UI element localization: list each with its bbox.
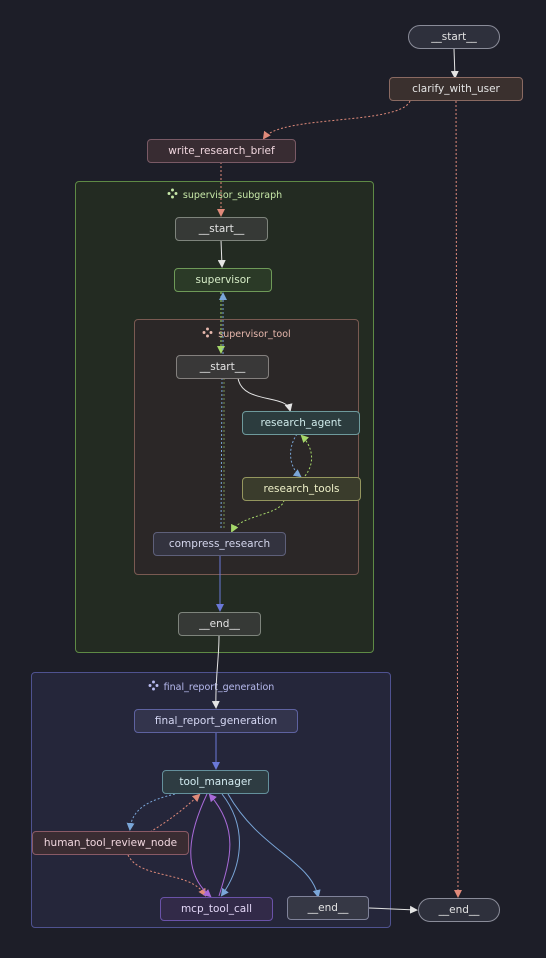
edge-clarify-brief — [262, 100, 411, 140]
node-label: human_tool_review_node — [43, 837, 178, 849]
node-start-main[interactable]: __start__ — [408, 25, 500, 49]
node-sub-end[interactable]: __end__ — [178, 612, 261, 636]
node-label: compress_research — [168, 538, 271, 550]
group-title-final-report-generation: final_report_generation — [163, 681, 275, 693]
node-human-tool-review-node[interactable]: human_tool_review_node — [32, 831, 189, 855]
node-final-report-generation[interactable]: final_report_generation — [134, 709, 298, 733]
node-label: __end__ — [199, 618, 240, 630]
node-tool-start[interactable]: __start__ — [176, 355, 269, 379]
node-clarify-with-user[interactable]: clarify_with_user — [389, 77, 523, 101]
edge-clarify-end — [453, 100, 462, 898]
node-sub-start[interactable]: __start__ — [175, 217, 268, 241]
node-end-main[interactable]: __end__ — [418, 898, 500, 922]
node-label: mcp_tool_call — [180, 903, 253, 915]
group-title-supervisor-subgraph: supervisor_subgraph — [182, 189, 283, 201]
node-label: __end__ — [438, 904, 480, 916]
node-label: __end__ — [307, 902, 349, 914]
node-frg-end[interactable]: __end__ — [287, 896, 369, 920]
node-label: __start__ — [431, 31, 477, 43]
node-label: __start__ — [199, 361, 246, 373]
edge-start-clarify — [450, 48, 459, 79]
node-research-tools[interactable]: research_tools — [242, 477, 361, 501]
subgraph-icon — [202, 327, 213, 341]
node-label: research_tools — [263, 483, 340, 495]
subgraph-icon — [148, 680, 159, 694]
node-research-agent[interactable]: research_agent — [242, 411, 360, 435]
node-tool-manager[interactable]: tool_manager — [162, 770, 269, 794]
node-label: supervisor — [195, 274, 251, 286]
node-compress-research[interactable]: compress_research — [153, 532, 286, 556]
node-label: __start__ — [198, 223, 245, 235]
node-label: final_report_generation — [154, 715, 278, 727]
node-label: clarify_with_user — [412, 83, 500, 95]
node-mcp-tool-call[interactable]: mcp_tool_call — [160, 897, 273, 921]
subgraph-icon — [167, 188, 178, 202]
group-title-supervisor-tool: supervisor_tool — [218, 328, 291, 340]
node-label: research_agent — [260, 417, 342, 429]
node-label: tool_manager — [179, 776, 252, 788]
node-label: write_research_brief — [168, 145, 275, 157]
node-supervisor[interactable]: supervisor — [174, 268, 272, 292]
node-write-research-brief[interactable]: write_research_brief — [147, 139, 296, 163]
